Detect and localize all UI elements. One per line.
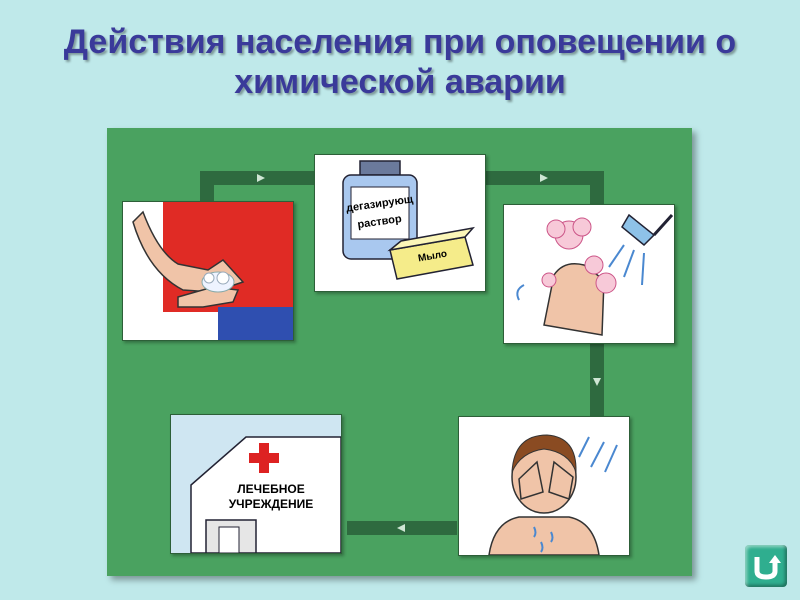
panel-medical-facility: ЛЕЧЕБНОЕ УЧРЕЖДЕНИЕ (170, 414, 342, 554)
flow-arrow-left-icon (397, 524, 405, 532)
facility-sign-line-1: ЛЕЧЕБНОЕ (237, 482, 305, 496)
action-diagram-board: дегазирующ раствор Мыло (107, 128, 692, 576)
return-arrow-icon (754, 555, 781, 580)
flow-arrow-right-icon (540, 174, 548, 182)
medical-facility-icon: ЛЕЧЕБНОЕ УЧРЕЖДЕНИЕ (171, 415, 341, 553)
decontamination-bottle-icon: дегазирующ раствор Мыло (342, 160, 476, 280)
eye-rinse-icon (488, 434, 618, 555)
hand-washing-icon (132, 202, 293, 340)
flow-arrow-down-icon (593, 378, 601, 386)
panel-eye-rinse (458, 416, 630, 556)
flow-arrow-right-icon (257, 174, 265, 182)
page-title: Действия населения при оповещении о хими… (20, 22, 780, 102)
panel-decontamination-solution: дегазирующ раствор Мыло (314, 154, 486, 292)
panel-hand-washing (122, 201, 294, 341)
soap-label: Мыло (417, 249, 448, 265)
title-line-1: Действия населения при оповещении о (63, 23, 737, 61)
return-button[interactable] (745, 545, 787, 587)
facility-sign-line-2: УЧРЕЖДЕНИЕ (229, 497, 314, 511)
title-line-2: химической аварии (234, 63, 566, 101)
panel-shower (503, 204, 675, 344)
shower-icon (516, 213, 674, 336)
